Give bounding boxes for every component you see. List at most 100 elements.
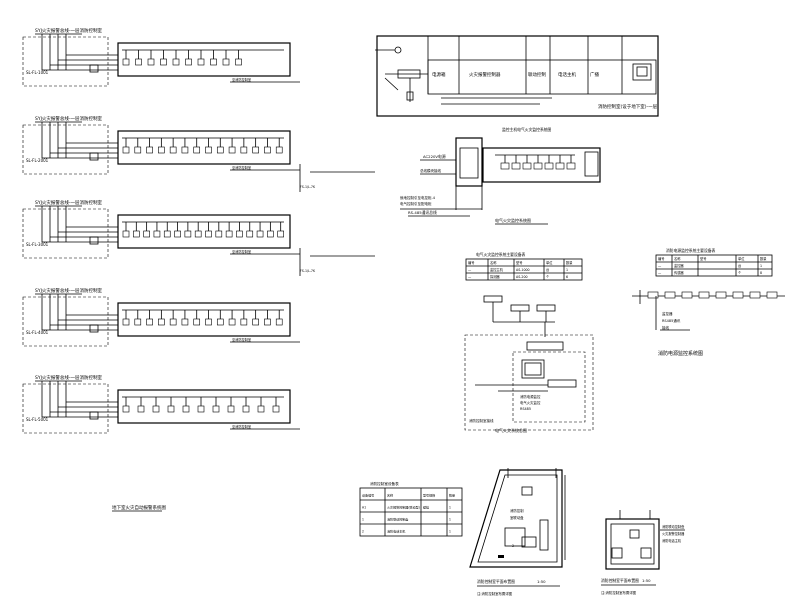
table-header-cell: 设备编号 <box>362 492 374 497</box>
table-cell: 监控器 <box>674 263 684 268</box>
table-header-cell: 型号 <box>700 256 706 261</box>
table-cell: 探测器 <box>490 274 500 279</box>
cr-cell-4: 电话主机 <box>558 71 576 78</box>
branch-3: SYJ火灾报警总线-一层消防控制室 SL-FL-3001 至消防控制室 FS-1/L-… <box>22 199 375 276</box>
table-cell: 消防联动控制盘 <box>387 516 408 521</box>
cr-cell-2: 火灾报警控制器 <box>469 71 501 78</box>
svg-text:火灾报警控制器: 火灾报警控制器 <box>662 531 685 536</box>
branch-tag: SL-FL-5001 <box>26 417 49 422</box>
svg-text:电气控制引至配电柜: 电气控制引至配电柜 <box>400 201 432 206</box>
svg-text:监控器: 监控器 <box>662 311 673 316</box>
plan-right-note: 注:消防控制室布置详图 <box>601 590 637 595</box>
svg-text:至消防控制室: 至消防控制室 <box>232 249 251 254</box>
branch-tag: SL-FL-4001 <box>26 330 49 335</box>
svg-text:消防电话主机: 消防电话主机 <box>662 538 682 543</box>
cr-cell-1: 电源箱 <box>432 71 446 78</box>
svg-text:至消防控制室: 至消防控制室 <box>232 337 251 342</box>
fire-power-diagram: 监控器 RS485通讯 接线 消防电源监控系统图 <box>632 290 785 357</box>
table-cell: 监控主机 <box>490 267 504 272</box>
branch-header: SYJ火灾报警总线-一层消防控制室 <box>35 199 103 206</box>
table-header-cell: 型号 <box>516 260 522 265</box>
svg-text:FS-1/L-7K: FS-1/L-7K <box>300 269 316 273</box>
table-header-cell: 名称 <box>490 260 497 265</box>
table-cell: AS-200 <box>516 275 528 279</box>
table-cell: — <box>658 264 662 268</box>
table-cell: 消防电话主机 <box>387 528 405 533</box>
control-room-diagram: 电源箱 火灾报警控制器 联动控制 电话主机 广播 消防控制室(设于地下室)-一层 <box>375 35 659 117</box>
svg-text:至消防控制室: 至消防控制室 <box>232 77 251 82</box>
branch-tag: SL-FL-3001 <box>26 242 49 247</box>
svg-text:就地控制引至电控柜-4: 就地控制引至电控柜-4 <box>400 195 436 200</box>
svg-text:接线: 接线 <box>662 325 670 330</box>
table-cell: 1 <box>449 517 451 521</box>
cr-cell-5: 广播 <box>590 71 599 78</box>
table-title: 消防控制室设备表 <box>370 481 399 486</box>
table-header-cell: 数量 <box>760 256 767 261</box>
table-cell: 个 <box>738 271 742 275</box>
ef-bus-label: RS-485通讯总线 <box>408 210 437 215</box>
branch-2: SYJ火灾报警总线-一层消防控制室SL-FL-2001至消防控制室FS-1/L-… <box>22 115 375 192</box>
svg-text:电气火灾监控: 电气火灾监控 <box>520 400 541 405</box>
left-caption: 地下室火灾自动报警系统图 <box>112 504 166 511</box>
plan-right-caption: 消防控制室平面布置图 <box>601 578 639 583</box>
table-header-cell: 数量 <box>566 260 573 265</box>
table-cell: 1 <box>760 264 762 268</box>
svg-text:消防控制: 消防控制 <box>510 508 524 513</box>
branch-tag: SL-FL-1001 <box>26 70 49 75</box>
table-cell: 壁挂 <box>423 504 429 509</box>
svg-text:监控主机电气火灾监控系统图: 监控主机电气火灾监控系统图 <box>502 127 552 132</box>
table-cell: — <box>658 271 662 275</box>
svg-text:2: 2 <box>512 544 514 548</box>
table-header-cell: 名称 <box>674 256 681 261</box>
table-cell: 火灾报警控制器(联动型) <box>387 504 420 509</box>
plan-left: 消防控制 室联动盘 2 消防控制室平面布置图 1:50 注:消防控制室布置详图 <box>469 468 566 596</box>
table-cell: 个 <box>546 275 550 279</box>
table-cell: AS-1000 <box>516 268 530 272</box>
branch-4: SYJ火灾报警总线-一层消防控制室 SL-FL-4001 至消防控制室 <box>22 287 300 347</box>
svg-text:RS485通讯: RS485通讯 <box>662 318 681 323</box>
svg-text:消防联动控制盘: 消防联动控制盘 <box>662 524 685 529</box>
plan-left-scale: 1:50 <box>537 579 546 584</box>
table-title: 消防电源监控系统主要设备表 <box>666 248 716 253</box>
table-cell: A1 <box>362 505 366 509</box>
table-header-cell: 型号规格 <box>423 492 435 497</box>
svg-text:室联动盘: 室联动盘 <box>510 515 524 520</box>
table-cell: 8 <box>760 271 762 275</box>
fp-caption: 消防电源监控系统图 <box>658 350 703 357</box>
svg-text:RS485: RS485 <box>520 407 531 411</box>
plan-right: 消防联动控制盘 火灾报警控制器 消防电话主机 消防控制室平面布置图 1:50 注… <box>601 510 685 595</box>
branch-header: SYJ火灾报警总线-一层消防控制室 <box>35 27 103 34</box>
table-header-cell: 单位 <box>546 260 553 265</box>
table-cell: 传感器 <box>674 270 684 275</box>
svg-text:总线模块接线: 总线模块接线 <box>420 168 441 173</box>
cr-detail: 消防控制室接线 <box>469 418 494 423</box>
plan-left-note: 注:消防控制室布置详图 <box>477 591 513 596</box>
table-title: 电气火灾监控系统主要设备表 <box>476 252 526 257</box>
table-cell: 1 <box>362 517 364 521</box>
alarm-branches: SYJ火灾报警总线-一层消防控制室SL-FL-1001至消防控制室SYJ火灾报警… <box>22 27 375 434</box>
branch-header: SYJ火灾报警总线-一层消防控制室 <box>35 287 103 294</box>
table-header-cell: 单位 <box>738 256 745 261</box>
branch-1: SYJ火灾报警总线-一层消防控制室 SL-FL-1001 至消防控制室 <box>22 27 300 87</box>
table-cell: — <box>468 268 472 272</box>
ef-detail: 消防电源监控 电气火灾监控 RS485 消防控制室接线 电气火灾系统总图 <box>464 295 594 433</box>
svg-text:消防电源监控: 消防电源监控 <box>520 394 541 399</box>
table-header-cell: 编号 <box>468 260 474 265</box>
ef-left-label: AC220V电源 <box>423 154 446 159</box>
branch-tag: SL-FL-2001 <box>26 158 49 163</box>
svg-text:FS-1/L-7K: FS-1/L-7K <box>300 185 316 189</box>
branch-header: SYJ火灾报警总线-一层消防控制室 <box>35 115 103 122</box>
table-cell: — <box>468 275 472 279</box>
table-header-cell: 数量 <box>449 492 455 497</box>
table-header-cell: 名称 <box>387 492 393 497</box>
plan-left-caption: 消防控制室平面布置图 <box>477 579 515 584</box>
table-cell: 1 <box>449 529 451 533</box>
ef-caption: 电气火灾监控系统图 <box>495 217 531 223</box>
cr-caption: 消防控制室(设于地下室)-一层 <box>598 103 658 110</box>
table-cell: 台 <box>738 263 741 268</box>
